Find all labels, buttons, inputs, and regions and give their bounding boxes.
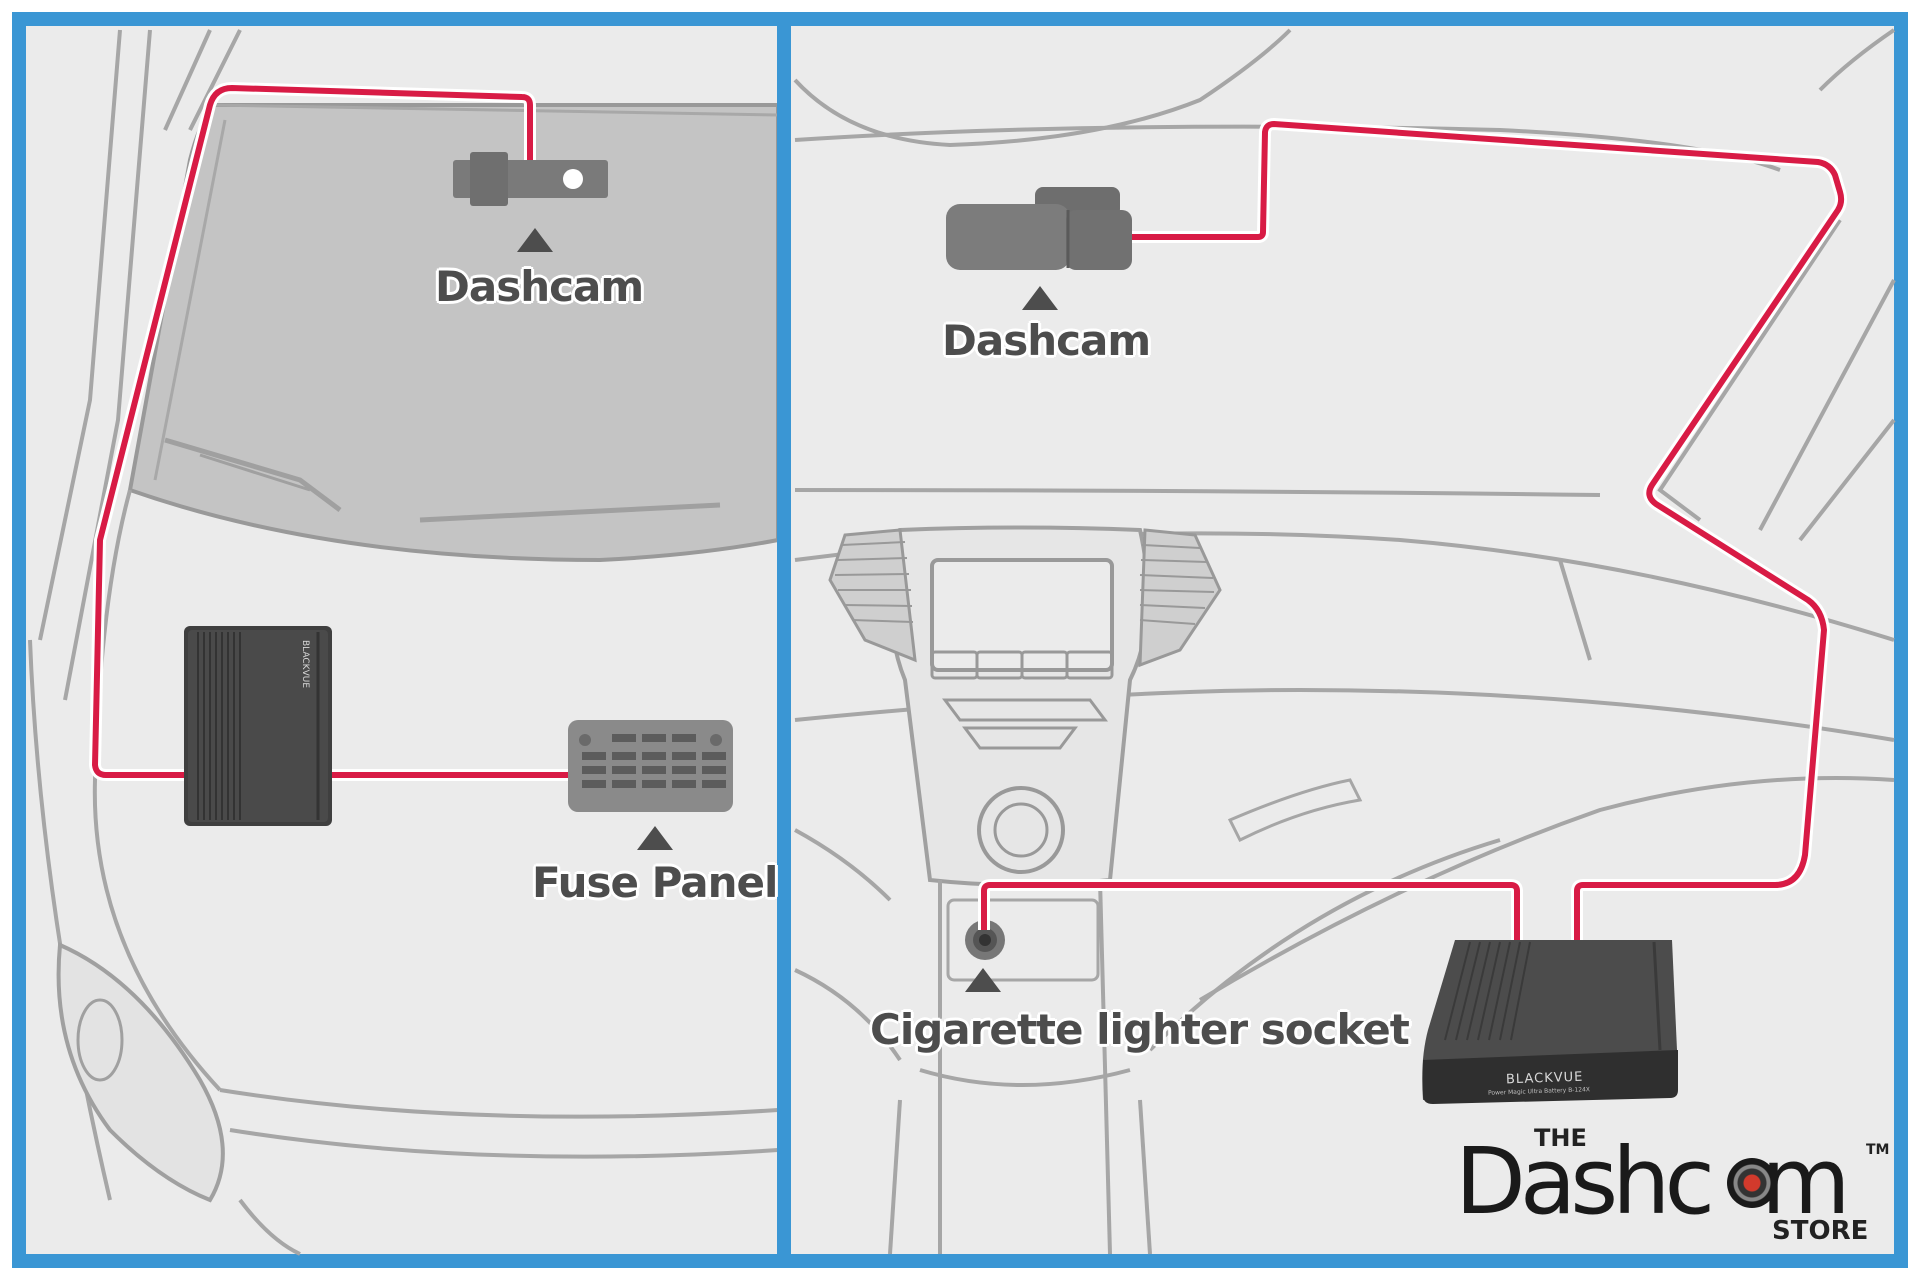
- panel-divider: [777, 19, 791, 1261]
- outer-frame: [12, 12, 1908, 1268]
- socket-pointer: [965, 968, 1001, 992]
- gear-knob: [977, 786, 1065, 874]
- logo-store: STORE: [1772, 1216, 1869, 1246]
- headlight: [56, 942, 225, 1203]
- logo-trademark: TM: [1866, 1142, 1890, 1158]
- right-panel: [791, 26, 1896, 1255]
- camera-lens-icon: [1727, 1158, 1777, 1208]
- dashcam-left-pointer: [517, 228, 553, 252]
- dashcam-left-icon: [453, 152, 608, 206]
- power-cable-left: [92, 85, 570, 778]
- dashcam-label-left: Dashcam: [435, 262, 644, 311]
- left-panel: [26, 26, 780, 1256]
- battery-right-icon: [1422, 940, 1678, 1104]
- battery-right-brand: BLACKVUE: [1505, 1069, 1584, 1088]
- cigarette-lighter-socket-icon: [965, 920, 1005, 960]
- vent-left-icon: [828, 528, 917, 663]
- battery-left-brand: BLACKVUE: [300, 640, 310, 689]
- dashcam-label-right: Dashcam: [942, 316, 1151, 365]
- fuse-panel-pointer: [637, 826, 673, 850]
- vent-right-icon: [1138, 528, 1222, 668]
- fuse-panel-label: Fuse Panel: [532, 858, 778, 907]
- logo-main-start: Dashc: [1455, 1128, 1715, 1235]
- battery-left-icon: [184, 626, 332, 826]
- power-cable-right: [981, 121, 1845, 940]
- cigarette-lighter-label: Cigarette lighter socket: [870, 1005, 1410, 1054]
- logo-the: THE: [1534, 1124, 1587, 1152]
- fuse-panel-icon: [568, 720, 733, 812]
- dashcam-right-pointer: [1022, 286, 1058, 310]
- dashcam-right-icon: [946, 187, 1132, 270]
